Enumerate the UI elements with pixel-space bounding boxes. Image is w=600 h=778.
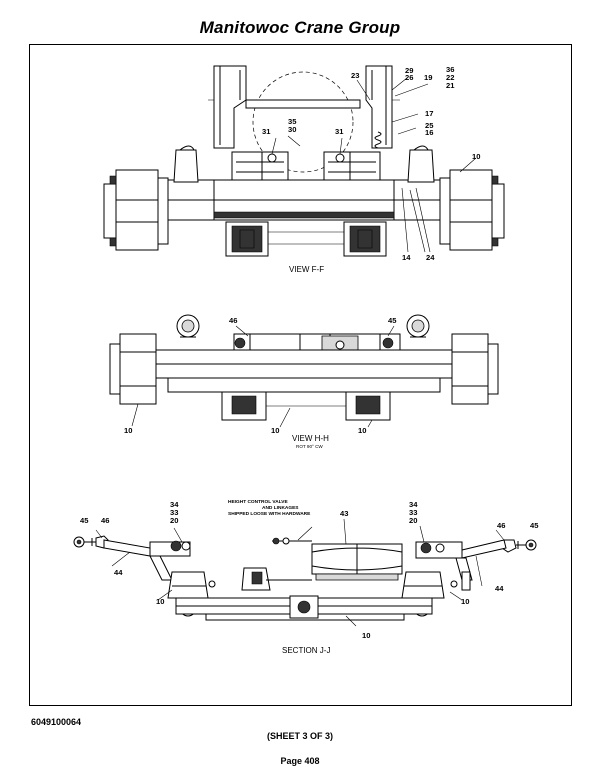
view-ff-drawing [103, 65, 505, 257]
callout-jj-10-left: 10 [156, 597, 164, 606]
drawing-frame [29, 44, 572, 706]
callout-ff-17: 17 [425, 109, 433, 118]
callout-ff-14: 14 [402, 253, 411, 262]
page-title: Manitowoc Crane Group [199, 18, 401, 37]
callout-ff-29: 29 [405, 66, 413, 75]
callout-jj-10-bottom: 10 [362, 631, 370, 640]
callout-ff-10: 10 [472, 152, 480, 161]
callout-hh-10-center: 10 [271, 426, 279, 435]
callout-ff-36: 36 [446, 65, 454, 74]
callout-jj-46-right: 46 [497, 521, 505, 530]
callout-jj-33-right: 33 [409, 508, 417, 517]
view-hh-label: VIEW H-H [292, 434, 329, 443]
callout-ff-30: 30 [288, 125, 296, 134]
document-number: 6049100064 [31, 717, 82, 727]
callout-jj-43: 43 [340, 509, 348, 518]
callout-ff-31-left: 31 [262, 127, 271, 136]
callout-jj-20-left: 20 [170, 516, 178, 525]
callout-ff-26: 26 [405, 73, 413, 82]
callout-ff-25: 25 [425, 121, 434, 130]
view-ff-label: VIEW F-F [289, 265, 324, 274]
callout-jj-34-left: 34 [170, 500, 179, 509]
valve-note-line-1: HEIGHT CONTROL VALVE [228, 499, 288, 505]
view-hh-sublabel: ROT 90° CW [296, 444, 323, 449]
callout-hh-10-right: 10 [358, 426, 366, 435]
callout-jj-45-left: 45 [80, 516, 89, 525]
callout-jj-44-left: 44 [114, 568, 123, 577]
page-number: Page 408 [280, 756, 320, 766]
callout-hh-46: 46 [229, 316, 237, 325]
callout-jj-46-left: 46 [101, 516, 109, 525]
callout-ff-22: 22 [446, 73, 454, 82]
callout-jj-33-left: 33 [170, 508, 178, 517]
callout-ff-16: 16 [425, 128, 433, 137]
view-hh-drawing [109, 314, 499, 428]
callout-ff-31-right: 31 [335, 127, 344, 136]
callout-jj-34-right: 34 [409, 500, 418, 509]
callout-jj-20-right: 20 [409, 516, 417, 525]
callout-jj-45-right: 45 [530, 521, 539, 530]
valve-note-line-3: SHIPPED LOOSE WITH HARDWARE [228, 511, 311, 517]
callout-ff-23: 23 [351, 71, 359, 80]
valve-note-line-2: AND LINKAGES [262, 505, 299, 511]
callout-hh-10-left: 10 [124, 426, 132, 435]
callout-ff-35: 35 [288, 117, 297, 126]
callout-jj-10-right: 10 [461, 597, 469, 606]
section-jj-label: SECTION J-J [282, 646, 330, 655]
callout-hh-45: 45 [388, 316, 397, 325]
callout-ff-21: 21 [446, 81, 455, 90]
callout-ff-24: 24 [426, 253, 435, 262]
callout-ff-19: 19 [424, 73, 432, 82]
callout-jj-44-right: 44 [495, 584, 504, 593]
section-jj-drawing [73, 518, 537, 627]
sheet-indicator: (SHEET 3 OF 3) [266, 731, 333, 741]
